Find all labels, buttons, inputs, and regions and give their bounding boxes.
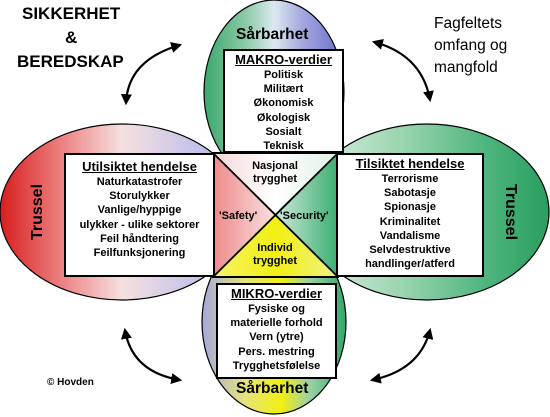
mikro-box: MIKRO-verdier Fysiske og materielle forh…: [216, 283, 337, 379]
utilsiktet-box-title: Utilsiktet hendelse: [82, 159, 197, 174]
center-top-line-2: trygghet: [253, 173, 297, 185]
tilsiktet-item: Terrorisme: [381, 173, 439, 185]
center-diagonal-2: [212, 152, 339, 278]
mikro-item: Fysiske og: [248, 303, 305, 315]
mikro-item: Vern (ytre): [249, 331, 304, 344]
center-bottom-line-2: trygghet: [253, 255, 297, 267]
scope-line-1: Fagfeltets: [434, 15, 503, 32]
center-bottom-triangle: [213, 213, 338, 277]
makro-item: Teknisk: [263, 140, 304, 153]
center-bottom-label: Individ trygghet: [245, 242, 305, 268]
left-petal-title: Trussel: [29, 184, 46, 240]
utilsiktet-item: Feilfunksjonering: [93, 247, 186, 260]
makro-item: Økologisk: [256, 111, 311, 124]
tilsiktet-item: Sabotasje: [384, 187, 436, 200]
center-left-triangle: [213, 153, 275, 277]
scope-line-3: mangfold: [434, 59, 498, 76]
tilsiktet-item: Kriminalitet: [379, 215, 441, 228]
center-right-triangle: [275, 153, 338, 277]
utilsiktet-item: Naturkatastrofer: [96, 176, 183, 188]
tilsiktet-item: Selvdestruktive: [369, 244, 451, 257]
tilsiktet-item: handlinger/atferd: [365, 258, 455, 271]
right-petal-title: Trussel: [502, 184, 519, 240]
utilsiktet-item: ulykker - ulike sektorer: [79, 218, 200, 231]
arrow-bottom-left: [121, 327, 183, 384]
top-petal-title: Sårbarhet: [236, 26, 309, 43]
center-top-label: Nasjonal trygghet: [245, 160, 305, 186]
mikro-item: Trygghetsfølelse: [232, 359, 321, 372]
center-bottom-line-1: Individ: [257, 242, 293, 254]
scope-line-2: omfang og: [434, 37, 508, 54]
makro-box-title: MAKRO-verdier: [235, 52, 332, 67]
makro-box: MAKRO-verdier Politisk Militært Økonomis…: [223, 49, 344, 153]
center-top-line-1: Nasjonal: [252, 160, 298, 172]
tilsiktet-box: Tilsiktet hendelse Terrorisme Sabotasje …: [336, 153, 484, 277]
title-beredskap: BEREDSKAP: [17, 52, 124, 71]
makro-item: Økonomisk: [253, 97, 314, 110]
bottom-petal-title: Sårbarhet: [236, 380, 309, 397]
utilsiktet-item: Vanlige/hyppige: [97, 204, 182, 217]
tilsiktet-item: Vandalisme: [379, 229, 441, 242]
arrow-bottom-right: [369, 327, 434, 384]
title-sikkerhet: SIKKERHET: [22, 4, 121, 23]
center-top-triangle: [213, 153, 338, 213]
center-security-label: 'Security': [280, 210, 329, 222]
utilsiktet-item: Feil håndtering: [100, 232, 179, 245]
title-ampersand: &: [65, 28, 78, 47]
makro-item: Politisk: [263, 69, 304, 81]
tilsiktet-box-title: Tilsiktet hendelse: [355, 156, 465, 171]
arrow-top-left: [120, 42, 183, 106]
tilsiktet-item: Spionasje: [384, 201, 436, 214]
center-safety-label: 'Safety': [219, 210, 258, 222]
mikro-item: materielle forhold: [230, 317, 323, 330]
arrow-top-right: [371, 38, 434, 103]
makro-item: Sosialt: [265, 125, 302, 138]
makro-item: Militært: [263, 83, 304, 96]
copyright-text: © Hovden: [47, 377, 94, 388]
mikro-box-title: MIKRO-verdier: [230, 286, 323, 301]
mikro-item: Pers. mestring: [238, 345, 315, 358]
utilsiktet-box: Utilsiktet hendelse Naturkatastrofer Sto…: [64, 153, 215, 277]
utilsiktet-item: Storulykker: [109, 190, 170, 203]
